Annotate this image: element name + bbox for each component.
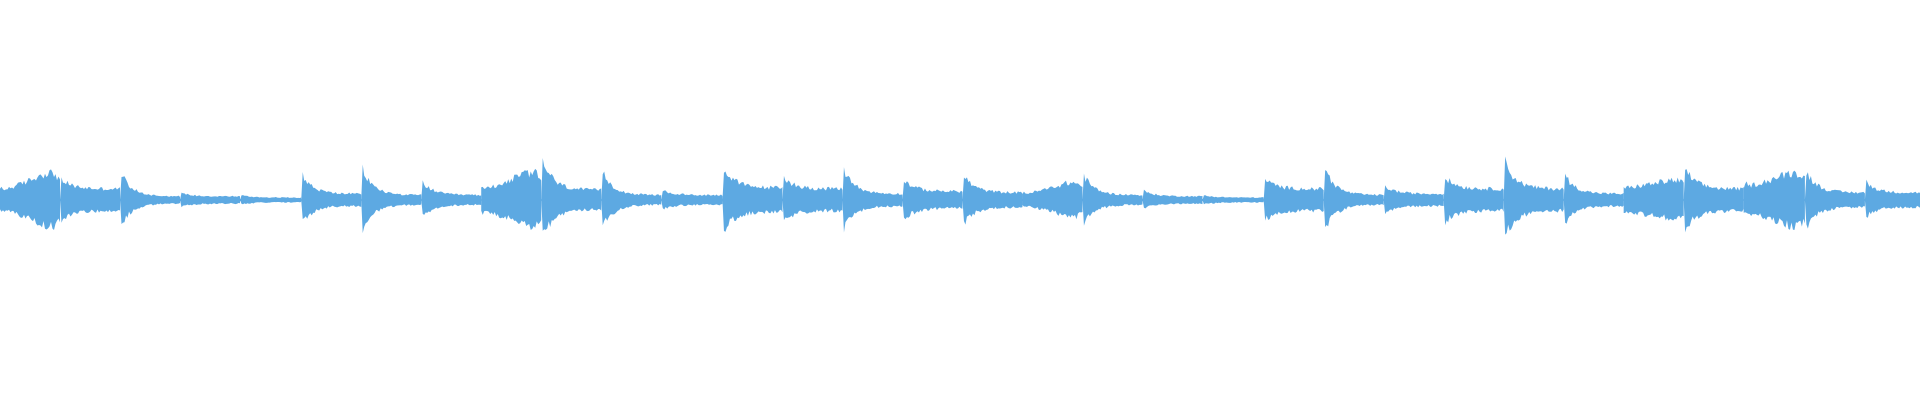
- waveform-segment: [722, 171, 783, 232]
- waveform-baseline: [601, 199, 662, 201]
- waveform-segment: [301, 171, 362, 220]
- waveform-baseline: [481, 199, 542, 201]
- waveform-baseline: [1383, 199, 1444, 201]
- waveform-baseline: [1563, 199, 1624, 201]
- waveform-segment: [361, 164, 422, 234]
- waveform-baseline: [180, 199, 240, 201]
- waveform-baseline: [1804, 199, 1865, 201]
- waveform-baseline: [782, 199, 843, 201]
- waveform-baseline: [1202, 199, 1264, 201]
- waveform-baseline: [0, 199, 60, 201]
- waveform-segment: [601, 171, 662, 226]
- waveform-segment: [782, 175, 843, 221]
- waveform-baseline: [1022, 199, 1083, 201]
- waveform-segment: [1323, 170, 1384, 227]
- waveform-baseline: [240, 199, 302, 201]
- waveform-baseline: [1864, 199, 1920, 201]
- waveform-baseline: [60, 199, 120, 201]
- waveform-baseline: [1503, 199, 1564, 201]
- waveform-baseline: [1323, 199, 1384, 201]
- waveform-segment: [1563, 173, 1624, 224]
- waveform-bars: [0, 156, 1920, 235]
- waveform-baseline: [1683, 199, 1744, 201]
- waveform-baseline: [1142, 199, 1203, 201]
- waveform-baseline: [1443, 199, 1504, 201]
- waveform-baseline: [661, 199, 723, 201]
- waveform-segment: [1443, 178, 1504, 226]
- waveform-baseline: [842, 199, 903, 201]
- waveform-baseline: [902, 199, 963, 201]
- waveform-baseline: [1743, 199, 1805, 201]
- waveform-segment: [1503, 156, 1564, 235]
- waveform-baseline: [1623, 199, 1684, 201]
- waveform-baseline: [361, 199, 422, 201]
- waveform-baseline: [120, 199, 180, 201]
- waveform-baseline: [421, 199, 482, 201]
- waveform-segment: [421, 180, 482, 215]
- waveform-baseline: [722, 199, 783, 201]
- waveform-baseline: [1263, 199, 1324, 201]
- waveform-baseline: [1082, 199, 1143, 201]
- waveform-segment: [1864, 179, 1920, 218]
- waveform-segment: [541, 158, 602, 231]
- waveform-baseline: [541, 199, 602, 201]
- waveform-baseline: [962, 199, 1023, 201]
- waveform-baseline: [301, 199, 362, 201]
